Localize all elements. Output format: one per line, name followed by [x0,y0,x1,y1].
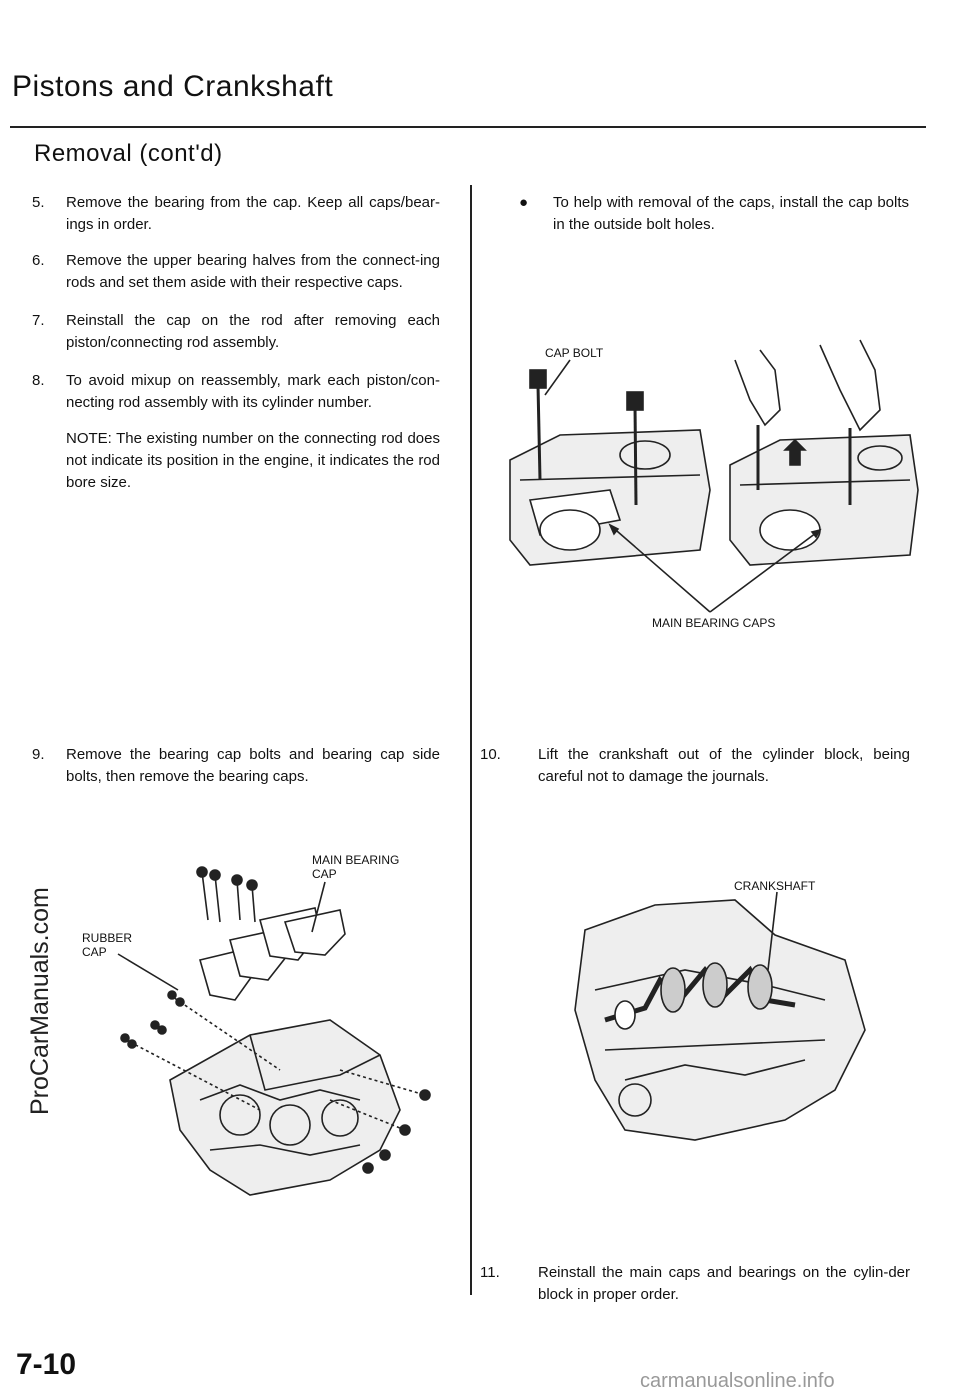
step-7: 7. Reinstall the cap on the rod after re… [32,310,440,354]
step-text: Reinstall the main caps and bearings on … [538,1264,910,1303]
step-9: 9. Remove the bearing cap bolts and bear… [32,744,440,788]
section-subtitle: Removal (cont'd) [34,140,223,167]
title-rule [10,126,926,128]
step-number: 9. [32,746,45,763]
step-text: Remove the upper bearing halves from the… [66,252,440,291]
step-number: 10. [480,746,501,763]
step-11: 11. Reinstall the main caps and bearings… [480,1262,910,1306]
step-number: 6. [32,252,45,269]
step-text: Reinstall the cap on the rod after remov… [66,312,440,351]
label-cap-bolt: CAP BOLT [545,346,604,360]
footer-link[interactable]: carmanualsonline.info [640,1370,835,1392]
step-8: 8. To avoid mixup on reassembly, mark ea… [32,370,440,414]
step-number: 7. [32,312,45,329]
step-text: Remove the bearing from the cap. Keep al… [66,194,440,233]
label-rubber-cap: RUBBER CAP [82,931,133,959]
step-5: 5. Remove the bearing from the cap. Keep… [32,192,440,236]
step-text: Remove the bearing cap bolts and bearing… [66,746,440,785]
bullet-tip: ● To help with removal of the caps, inst… [519,192,909,236]
label-crankshaft: CRANKSHAFT [734,879,816,893]
page-number: 7-10 [16,1348,77,1381]
cap-bolt-illustration [509,339,919,613]
step-number: 5. [32,194,45,211]
step-10: 10. Lift the crankshaft out of the cylin… [480,744,910,788]
watermark: ProCarManuals.com [26,887,54,1115]
note-text: NOTE: The existing number on the connect… [66,430,440,491]
bullet-dot-icon: ● [519,194,529,211]
exploded-engine-illustration [117,866,431,1196]
step-number: 8. [32,372,45,389]
label-main-bearing-cap: MAIN BEARING CAP [312,853,400,881]
step-text: Lift the crankshaft out of the cylinder … [538,746,910,785]
bullet-text: To help with removal of the caps, instal… [553,194,909,233]
label-main-bearing-caps: MAIN BEARING CAPS [652,616,776,630]
page-title: Pistons and Crankshaft [12,70,334,103]
step-text: To avoid mixup on reassembly, mark each … [66,372,440,411]
step-6: 6. Remove the upper bearing halves from … [32,250,440,294]
step-number: 11. [480,1264,500,1281]
crankshaft-illustration [574,891,866,1141]
column-divider [470,185,472,1295]
